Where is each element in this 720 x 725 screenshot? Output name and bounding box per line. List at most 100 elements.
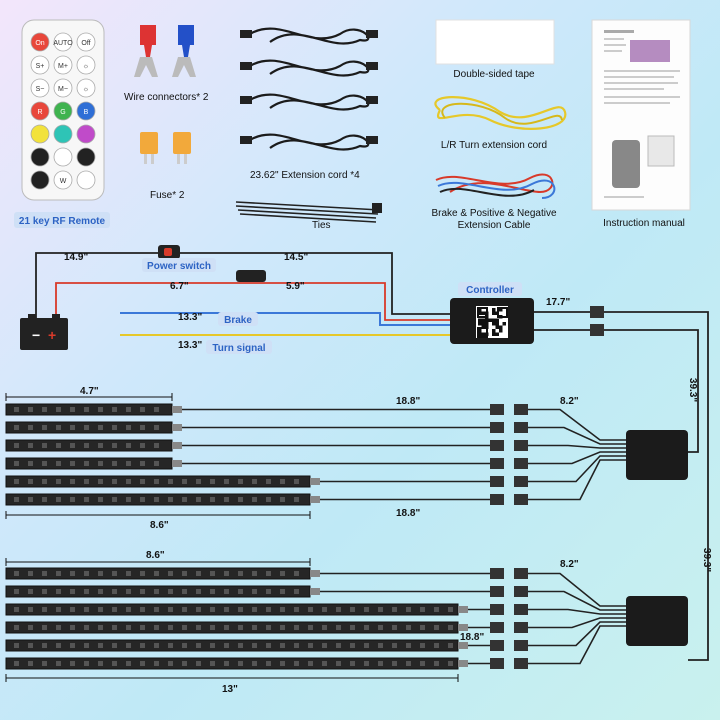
dim-18-8-b: 18.8": [396, 508, 420, 519]
double-sided-tape-icon: [435, 19, 555, 65]
power-switch-pill: Power switch: [142, 258, 216, 272]
len-14-9: 14.9": [64, 252, 88, 263]
turn-extension-cord-icon: [434, 96, 567, 130]
instruction-manual-icon: [591, 19, 691, 211]
brake-cable-label-2: Extension Cable: [458, 220, 531, 231]
len-6-7: 6.7": [170, 281, 189, 292]
cable-ties-icon: [235, 201, 382, 223]
remote-button-14[interactable]: [76, 124, 96, 144]
remote-button-19[interactable]: [53, 170, 73, 190]
extension-cord-1: [249, 59, 370, 77]
remote-button-label-1: AUTO: [53, 40, 73, 47]
remote-button-label-7: M−: [58, 86, 68, 93]
remote-button-18[interactable]: [30, 170, 50, 190]
dim-18-8-c: 18.8": [460, 632, 484, 643]
remote-label-pill: 21 key RF Remote: [14, 212, 110, 228]
strip-group-1: [5, 403, 626, 506]
remote-button-9[interactable]: [30, 101, 50, 121]
hub-1-cable: [604, 329, 699, 453]
hub-2-cable: [604, 311, 709, 661]
extension-cords-icon: [240, 27, 378, 151]
controller-label: Controller: [466, 285, 514, 296]
battery-icon: − +: [20, 314, 68, 350]
remote-button-label-10: G: [60, 109, 65, 116]
fuse-icon: [140, 132, 191, 164]
extension-cord-2: [249, 93, 370, 111]
wire-connectors-label: Wire connectors* 2: [124, 92, 209, 103]
remote-button-6[interactable]: [30, 78, 50, 98]
len-13-3-turn: 13.3": [178, 340, 202, 351]
manual-label: Instruction manual: [603, 218, 685, 229]
controller-pill: Controller: [458, 282, 522, 296]
dim-4-7: 4.7": [80, 386, 99, 397]
len-39-3-a: 39.3": [687, 378, 698, 402]
remote-label: 21 key RF Remote: [19, 216, 106, 227]
dim-8-6-b: 8.6": [146, 550, 165, 561]
brake-pill: Brake: [218, 312, 258, 326]
extension-cord-3: [249, 133, 370, 151]
remote-button-0[interactable]: [30, 32, 50, 52]
remote-button-11[interactable]: [76, 101, 96, 121]
remote-button-8[interactable]: [76, 78, 96, 98]
dim-18-8-a: 18.8": [396, 396, 420, 407]
remote-button-3[interactable]: [30, 55, 50, 75]
remote-button-1[interactable]: [53, 32, 73, 52]
remote-button-label-6: S−: [36, 86, 45, 93]
turn-cord-label: L/R Turn extension cord: [441, 140, 547, 151]
remote-button-label-0: On: [35, 40, 44, 47]
remote-button-label-11: B: [84, 109, 89, 116]
svg-text:−: −: [32, 327, 40, 343]
remote-button-label-3: S+: [36, 63, 45, 70]
remote-button-15[interactable]: [30, 147, 50, 167]
remote-button-17[interactable]: [76, 147, 96, 167]
strip-group-2: [5, 567, 626, 670]
dim-13: 13": [222, 684, 238, 695]
controller-connectors: [590, 306, 604, 336]
tape-label: Double-sided tape: [453, 69, 535, 80]
remote-button-5[interactable]: [76, 55, 96, 75]
ties-label: Ties: [312, 220, 331, 231]
remote-button-10[interactable]: [53, 101, 73, 121]
remote-button-label-9: R: [37, 109, 42, 116]
remote-button-label-4: M+: [58, 63, 68, 70]
remote-button-13[interactable]: [53, 124, 73, 144]
turn-signal-pill: Turn signal: [206, 340, 272, 354]
positive-wire: [55, 282, 450, 321]
fuse-label: Fuse* 2: [150, 190, 185, 201]
remote-button-12[interactable]: [30, 124, 50, 144]
remote-button-label-19: W: [60, 178, 67, 185]
brake-cable-icon: [435, 173, 556, 199]
controller-box: [450, 298, 534, 344]
remote-button-label-5: ☼: [83, 63, 89, 70]
hub-box-1: [626, 430, 688, 480]
extension-cord-label: 23.62" Extension cord *4: [250, 170, 360, 181]
len-39-3-b: 39.3": [701, 548, 712, 572]
remote-button-20[interactable]: [76, 170, 96, 190]
dim-8-6-a: 8.6": [150, 520, 169, 531]
remote-button-7[interactable]: [53, 78, 73, 98]
extension-cord-0: [249, 27, 370, 45]
len-14-5: 14.5": [284, 252, 308, 263]
len-17-7: 17.7": [546, 297, 570, 308]
dim-8-2-b: 8.2": [560, 559, 579, 570]
len-13-3-brake: 13.3": [178, 312, 202, 323]
turn-signal-label: Turn signal: [212, 343, 265, 354]
power-switch-label: Power switch: [147, 261, 211, 272]
len-5-9: 5.9": [286, 281, 305, 292]
qr-code-icon: [477, 307, 508, 338]
remote-button-16[interactable]: [53, 147, 73, 167]
wire-connector-icon: [134, 25, 196, 77]
hub-box-2: [626, 596, 688, 646]
remote-button-4[interactable]: [53, 55, 73, 75]
svg-text:+: +: [48, 327, 56, 343]
remote-button-2[interactable]: [76, 32, 96, 52]
remote-button-label-8: ☼: [83, 86, 89, 93]
remote-button-label-2: Off: [81, 40, 90, 47]
dim-8-2-a: 8.2": [560, 396, 579, 407]
power-wire: [35, 252, 450, 320]
brake-label: Brake: [224, 315, 252, 326]
brake-cable-label-1: Brake & Positive & Negative: [431, 208, 556, 219]
